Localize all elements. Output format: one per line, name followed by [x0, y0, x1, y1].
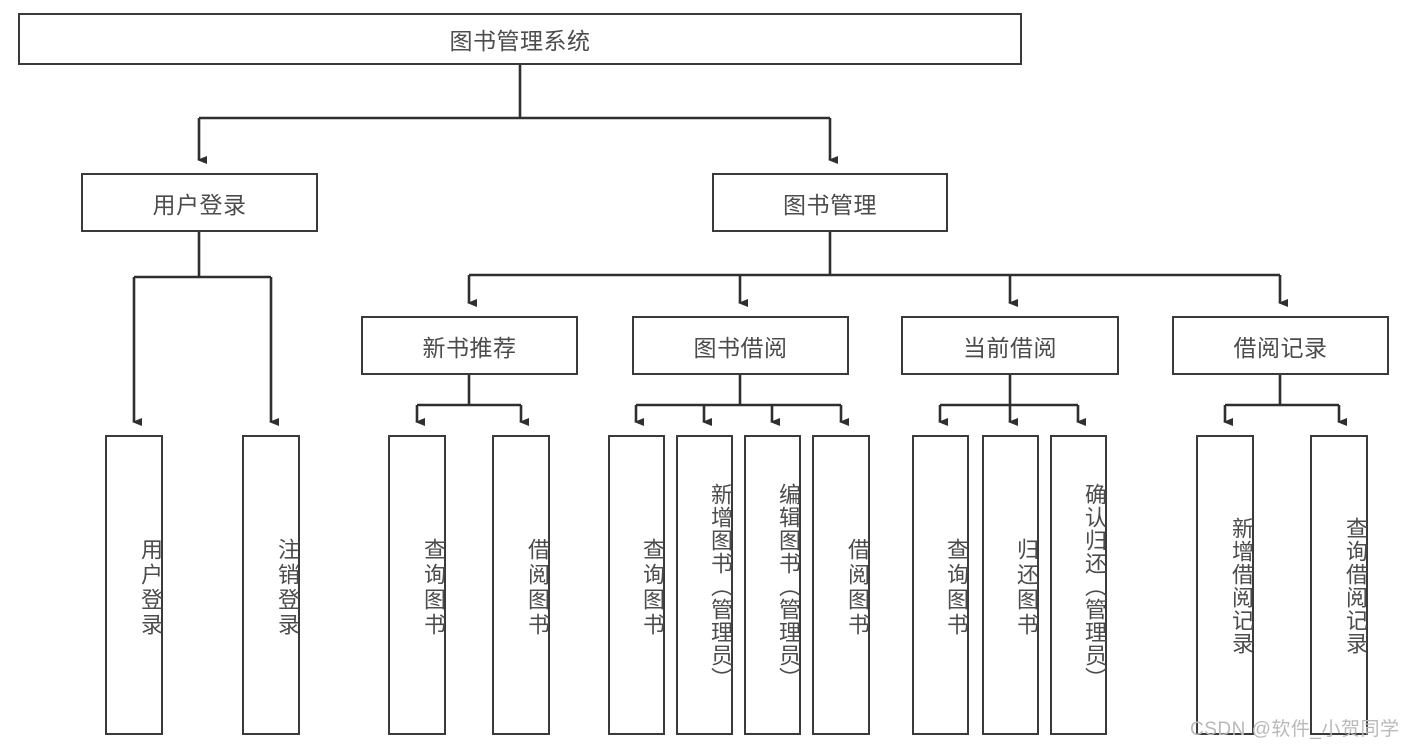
- node-root-book-management-system[interactable]: 图书管理系统: [18, 13, 1022, 65]
- leaf-query-book-borrow[interactable]: 查询图书: [608, 435, 665, 735]
- node-borrow-record[interactable]: 借阅记录: [1172, 316, 1389, 375]
- leaf-borrow-book-recommend[interactable]: 借阅图书: [492, 435, 550, 735]
- leaf-add-borrow-record[interactable]: 新增借阅记录: [1196, 435, 1254, 735]
- node-book-management[interactable]: 图书管理: [712, 173, 948, 232]
- csdn-watermark: CSDN @软件_小贺同学: [1190, 719, 1400, 740]
- leaf-confirm-return-admin[interactable]: 确认归还（管理员）: [1050, 435, 1107, 735]
- leaf-user-login[interactable]: 用户登录: [105, 435, 163, 735]
- leaf-query-book-current[interactable]: 查询图书: [912, 435, 969, 735]
- node-user-login[interactable]: 用户登录: [81, 173, 318, 232]
- leaf-logout[interactable]: 注销登录: [242, 435, 300, 735]
- leaf-edit-book-admin[interactable]: 编辑图书（管理员）: [744, 435, 801, 735]
- leaf-borrow-book[interactable]: 借阅图书: [812, 435, 870, 735]
- node-new-book-recommend[interactable]: 新书推荐: [361, 316, 578, 375]
- leaf-query-borrow-record[interactable]: 查询借阅记录: [1310, 435, 1368, 735]
- node-book-borrow[interactable]: 图书借阅: [632, 316, 849, 375]
- node-current-borrow[interactable]: 当前借阅: [901, 316, 1119, 375]
- leaf-query-book-recommend[interactable]: 查询图书: [388, 435, 446, 735]
- leaf-add-book-admin[interactable]: 新增图书（管理员）: [676, 435, 733, 735]
- leaf-return-book[interactable]: 归还图书: [982, 435, 1039, 735]
